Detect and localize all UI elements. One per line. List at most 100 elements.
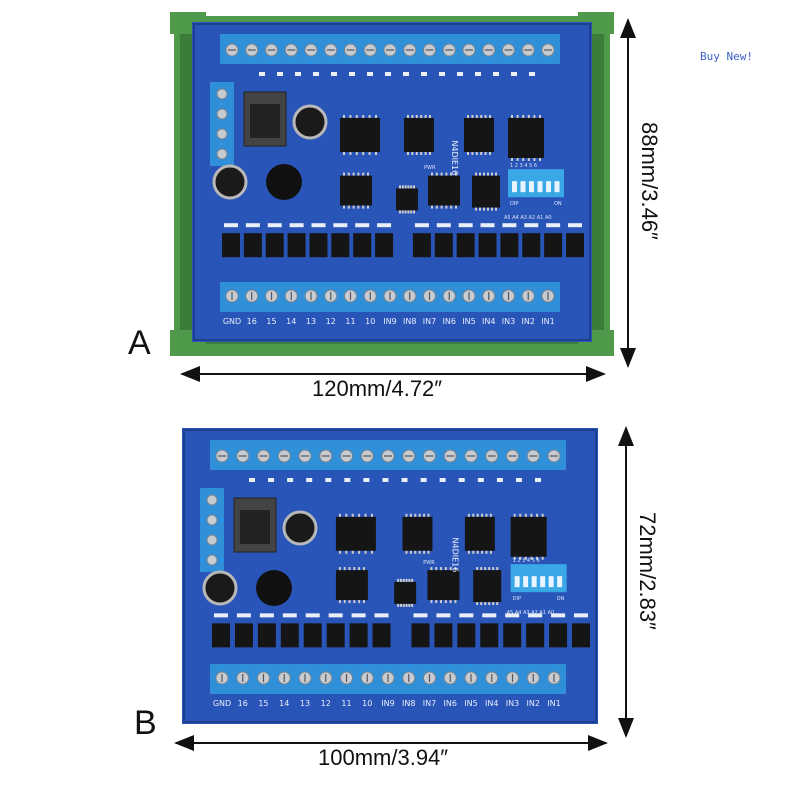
- led: [277, 72, 283, 76]
- ic-pin: [347, 205, 350, 209]
- ic-pin: [357, 205, 360, 209]
- ic-pin: [338, 567, 341, 571]
- ic-pin: [343, 172, 345, 176]
- ic-pin: [527, 158, 530, 161]
- optocoupler: [243, 233, 262, 258]
- electrolytic-capacitor: [212, 164, 248, 200]
- led: [457, 72, 463, 76]
- ic-pin: [401, 210, 404, 214]
- input-led: [267, 223, 282, 228]
- ic-chip: [340, 175, 372, 206]
- ic-pin: [491, 207, 493, 211]
- ic-pin: [358, 550, 361, 554]
- ic-pin: [455, 172, 457, 176]
- ic-pin: [343, 567, 346, 571]
- dip-numbers: 1 2 3 4 5 6: [513, 558, 540, 564]
- terminal-screw: [216, 108, 228, 120]
- ic-chip: [472, 175, 500, 208]
- ic-chip: [340, 118, 380, 152]
- ic-pin: [495, 207, 497, 211]
- electrolytic-capacitor: [282, 510, 318, 546]
- ic-pin: [370, 550, 373, 554]
- terminal-label: 15: [258, 699, 268, 708]
- terminal-label: IN4: [482, 317, 495, 326]
- ic-pin: [427, 513, 430, 517]
- optocoupler: [372, 623, 391, 648]
- ic-pin: [407, 115, 409, 118]
- ic-pin: [488, 567, 491, 571]
- ic-pin: [411, 578, 414, 582]
- input-led: [289, 223, 304, 228]
- ic-pin: [536, 556, 539, 560]
- ic-pin: [407, 152, 409, 155]
- optocoupler: [222, 233, 240, 258]
- ic-pin: [449, 600, 452, 604]
- ic-pin: [411, 115, 414, 118]
- ic-pin: [472, 550, 475, 554]
- terminal-label: IN3: [506, 699, 519, 708]
- ic-pin: [454, 600, 457, 604]
- ic-pin: [405, 603, 408, 607]
- ic-pin: [430, 567, 433, 571]
- ic-pin: [488, 602, 491, 606]
- optocoupler: [265, 233, 284, 258]
- ic-pin: [401, 185, 404, 189]
- ic-pin: [358, 567, 361, 571]
- ic-pin: [407, 185, 410, 189]
- ic-pin: [348, 600, 351, 604]
- ic-pin: [471, 152, 474, 155]
- ic-pin: [338, 550, 341, 554]
- ic-pin: [362, 152, 365, 155]
- terminal-screw: [206, 494, 218, 506]
- terminal-label: 14: [286, 317, 296, 326]
- optocoupler: [353, 233, 372, 258]
- on-text: ON: [554, 201, 562, 207]
- ic-pin: [338, 513, 341, 517]
- terminal-label: IN2: [527, 699, 540, 708]
- ic-chip: [508, 118, 544, 158]
- terminal-label: GND: [223, 317, 241, 326]
- ic-pin: [423, 550, 426, 554]
- ic-chip: [428, 175, 460, 206]
- ic-pin: [480, 152, 483, 155]
- ic-pin: [519, 513, 522, 517]
- ic-pin: [483, 207, 485, 211]
- led: [313, 72, 319, 76]
- terminal-label: IN6: [444, 699, 457, 708]
- ic-pin: [351, 550, 354, 554]
- terminal-label: 13: [300, 699, 310, 708]
- optocoupler: [522, 233, 541, 258]
- ic-pin: [530, 556, 533, 560]
- terminal-label: IN2: [522, 317, 535, 326]
- optocoupler: [412, 233, 431, 258]
- ic-pin: [338, 600, 341, 604]
- ic-pin: [483, 172, 485, 176]
- model-label: N4DIE16: [450, 538, 459, 573]
- ic-pin: [476, 550, 479, 554]
- ic-pin: [407, 210, 410, 214]
- optocoupler: [544, 233, 563, 258]
- ic-pin: [479, 207, 481, 211]
- dip-lever: [548, 576, 554, 588]
- ic-pin: [410, 210, 413, 214]
- board-label-b: B: [134, 704, 157, 742]
- terminal-screw: [206, 534, 218, 546]
- ic-pin: [475, 172, 477, 176]
- led: [259, 72, 265, 76]
- optocoupler: [478, 233, 497, 258]
- terminal-label: 10: [365, 317, 375, 326]
- ic-pin: [343, 152, 345, 155]
- ic-pin: [405, 578, 408, 582]
- ic-chip: [404, 118, 434, 152]
- ic-pin: [413, 185, 415, 189]
- ic-pin: [476, 513, 479, 517]
- input-led: [311, 223, 326, 228]
- input-led: [480, 223, 495, 228]
- ic-pin: [489, 513, 492, 517]
- ic-chip: [464, 516, 495, 551]
- ic-pin: [489, 115, 491, 118]
- optocoupler: [411, 623, 430, 648]
- ic-pin: [435, 567, 438, 571]
- ic-pin: [445, 205, 448, 209]
- ic-pin: [405, 513, 408, 517]
